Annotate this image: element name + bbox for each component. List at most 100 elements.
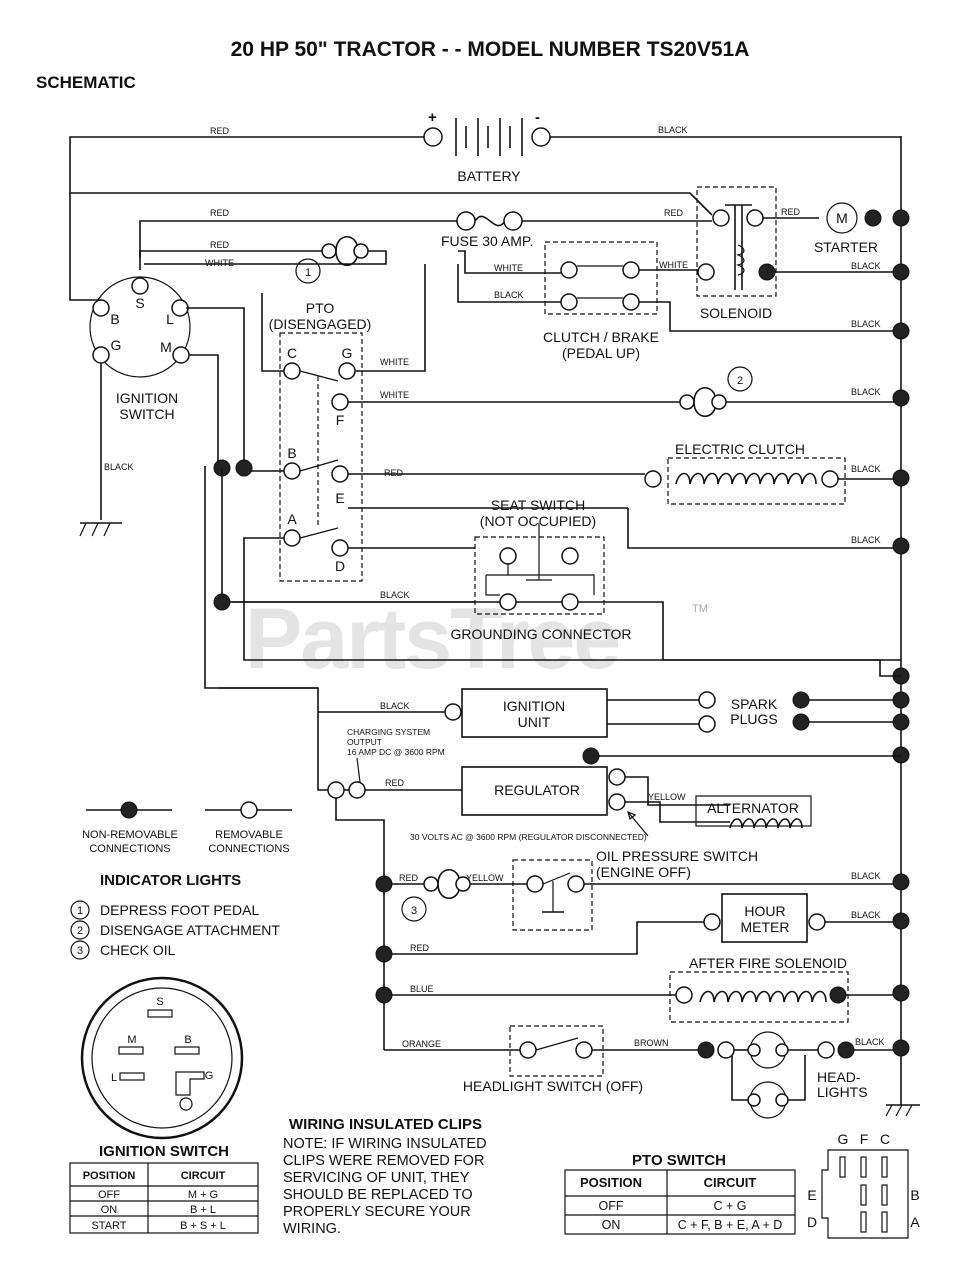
battery-symbol: + - BATTERY xyxy=(423,109,551,184)
pto-terminal-c: C xyxy=(287,345,297,361)
indicator-1-marker: 1 xyxy=(305,267,311,279)
wire-label-black-13: BLACK xyxy=(855,1037,885,1047)
ign-terminal-b: B xyxy=(110,311,119,327)
clips-note-line-5: PROPERLY SECURE YOUR xyxy=(283,1204,471,1220)
ign-table-r1c2: M + G xyxy=(188,1189,218,1201)
wire-label-brown: BROWN xyxy=(634,1038,669,1048)
pto-diag-g: G xyxy=(838,1131,849,1147)
pto-diag-a: A xyxy=(910,1214,920,1230)
wire-label-yellow: YELLOW xyxy=(648,792,686,802)
spark-plugs-label-1: SPARK xyxy=(731,696,778,712)
face-b: B xyxy=(184,1034,191,1046)
clutch-brake-label-2: (PEDAL UP) xyxy=(562,345,640,361)
wire-label-red-4: RED xyxy=(781,207,801,217)
face-l: L xyxy=(111,1072,117,1084)
pto-diag-d: D xyxy=(807,1214,817,1230)
ignition-unit-label-2: UNIT xyxy=(518,714,551,730)
pto-table-h2: CIRCUIT xyxy=(704,1175,757,1190)
pto-terminal-diagram: G F C E D B A xyxy=(807,1131,920,1239)
wire-label-red-8: RED xyxy=(399,873,419,883)
clips-note-line-2: CLIPS WERE REMOVED FOR xyxy=(283,1153,484,1169)
hour-meter-label-1: HOUR xyxy=(744,903,785,919)
watermark-tm: TM xyxy=(692,603,708,615)
wire-label-black-12: BLACK xyxy=(851,910,881,920)
ign-terminal-s: S xyxy=(135,295,144,311)
page-title: 20 HP 50" TRACTOR - - MODEL NUMBER TS20V… xyxy=(231,38,750,61)
face-g: G xyxy=(205,1070,214,1082)
key-num-1: 1 xyxy=(77,905,83,917)
solenoid-label: SOLENOID xyxy=(700,305,772,321)
pto-terminal-a: A xyxy=(287,511,297,527)
wire-label-black-5: BLACK xyxy=(104,462,134,472)
key-text-2: DISENGAGE ATTACHMENT xyxy=(100,922,280,938)
wire-label-yellow-2: YELLOW xyxy=(466,873,504,883)
ign-table-r1c1: OFF xyxy=(98,1189,120,1201)
clutch-brake-box xyxy=(544,241,658,315)
wire-label-red-3: RED xyxy=(664,208,684,218)
ignition-unit-box xyxy=(461,688,608,738)
wire-label-black-2: BLACK xyxy=(851,261,881,271)
wire-label-black-9: BLACK xyxy=(380,590,410,600)
pto-table-h1: POSITION xyxy=(580,1175,642,1190)
ign-table-h2: CIRCUIT xyxy=(181,1170,226,1182)
ignition-table: POSITION CIRCUIT OFF M + G ON B + L STAR… xyxy=(69,1162,259,1234)
hour-meter-label-2: METER xyxy=(741,919,790,935)
ign-terminal-m: M xyxy=(160,339,172,355)
headlight-switch-box xyxy=(509,1025,604,1077)
ignition-unit-label-1: IGNITION xyxy=(503,698,565,714)
ign-terminal-g: G xyxy=(111,337,122,353)
wire-label-black-10: BLACK xyxy=(380,701,410,711)
legend-nonremovable-2: CONNECTIONS xyxy=(89,843,170,855)
indicator-3-marker: 3 xyxy=(411,905,417,917)
wire-label-black-11: BLACK xyxy=(851,871,881,881)
ign-label-1: IGNITION xyxy=(116,390,178,406)
after-fire-label: AFTER FIRE SOLENOID xyxy=(689,955,847,971)
wire-label-red-6: RED xyxy=(384,468,404,478)
charging-label-2: OUTPUT xyxy=(347,737,382,747)
wire-label-red-2: RED xyxy=(210,208,230,218)
wire-label-black-7: BLACK xyxy=(851,464,881,474)
ign-terminal-l: L xyxy=(166,311,174,327)
key-num-2: 2 xyxy=(77,925,83,937)
ign-table-r2c1: ON xyxy=(101,1204,118,1216)
wire-label-white-2: WHITE xyxy=(494,263,523,273)
wire-label-white-4: WHITE xyxy=(380,357,409,367)
battery-label: BATTERY xyxy=(457,168,521,184)
wire-label-red-9: RED xyxy=(410,943,430,953)
oil-switch-box xyxy=(512,859,593,931)
seat-switch-label-2: (NOT OCCUPIED) xyxy=(480,513,596,529)
clips-note-line-6: WIRING. xyxy=(283,1221,341,1237)
oil-switch-label-2: (ENGINE OFF) xyxy=(596,864,691,880)
wire-label-black-8: BLACK xyxy=(851,535,881,545)
electric-clutch-label: ELECTRIC CLUTCH xyxy=(675,441,805,457)
wire-label-red-7: RED xyxy=(385,778,405,788)
battery-plus: + xyxy=(428,109,437,126)
ign-table-r2c2: B + L xyxy=(190,1204,216,1216)
headlights-label-2: LIGHTS xyxy=(817,1084,868,1100)
watermark: PartsTree xyxy=(245,591,619,687)
grounding-connector-label: GROUNDING CONNECTOR xyxy=(451,626,632,642)
wire-label-red: RED xyxy=(210,126,230,136)
hour-meter-box xyxy=(721,893,808,943)
seat-switch-label-1: SEAT SWITCH xyxy=(491,497,585,513)
pto-terminal-b: B xyxy=(287,445,296,461)
solenoid-box xyxy=(696,186,777,297)
indicator-2-marker: 2 xyxy=(737,375,743,387)
clips-note-line-3: SERVICING OF UNIT, THEY xyxy=(283,1170,470,1186)
oil-switch-label-1: OIL PRESSURE SWITCH xyxy=(596,848,758,864)
pto-switch-box xyxy=(279,332,363,582)
alternator-label: ALTERNATOR xyxy=(707,800,799,816)
pto-diag-f: F xyxy=(860,1131,869,1147)
fuse-label: FUSE 30 AMP. xyxy=(441,233,533,249)
headlights-label-1: HEAD- xyxy=(817,1069,861,1085)
wire-label-white: WHITE xyxy=(205,258,234,268)
pto-terminal-f: F xyxy=(336,412,345,428)
ign-table-r3c2: B + S + L xyxy=(180,1220,226,1232)
legend-nonremovable-1: NON-REMOVABLE xyxy=(82,829,178,841)
pto-terminal-d: D xyxy=(335,558,345,574)
pto-table-title: PTO SWITCH xyxy=(632,1152,726,1169)
legend-removable-1: REMOVABLE xyxy=(215,829,283,841)
pto-table-r2c2: C + F, B + E, A + D xyxy=(678,1218,783,1232)
battery-minus: - xyxy=(535,109,540,126)
